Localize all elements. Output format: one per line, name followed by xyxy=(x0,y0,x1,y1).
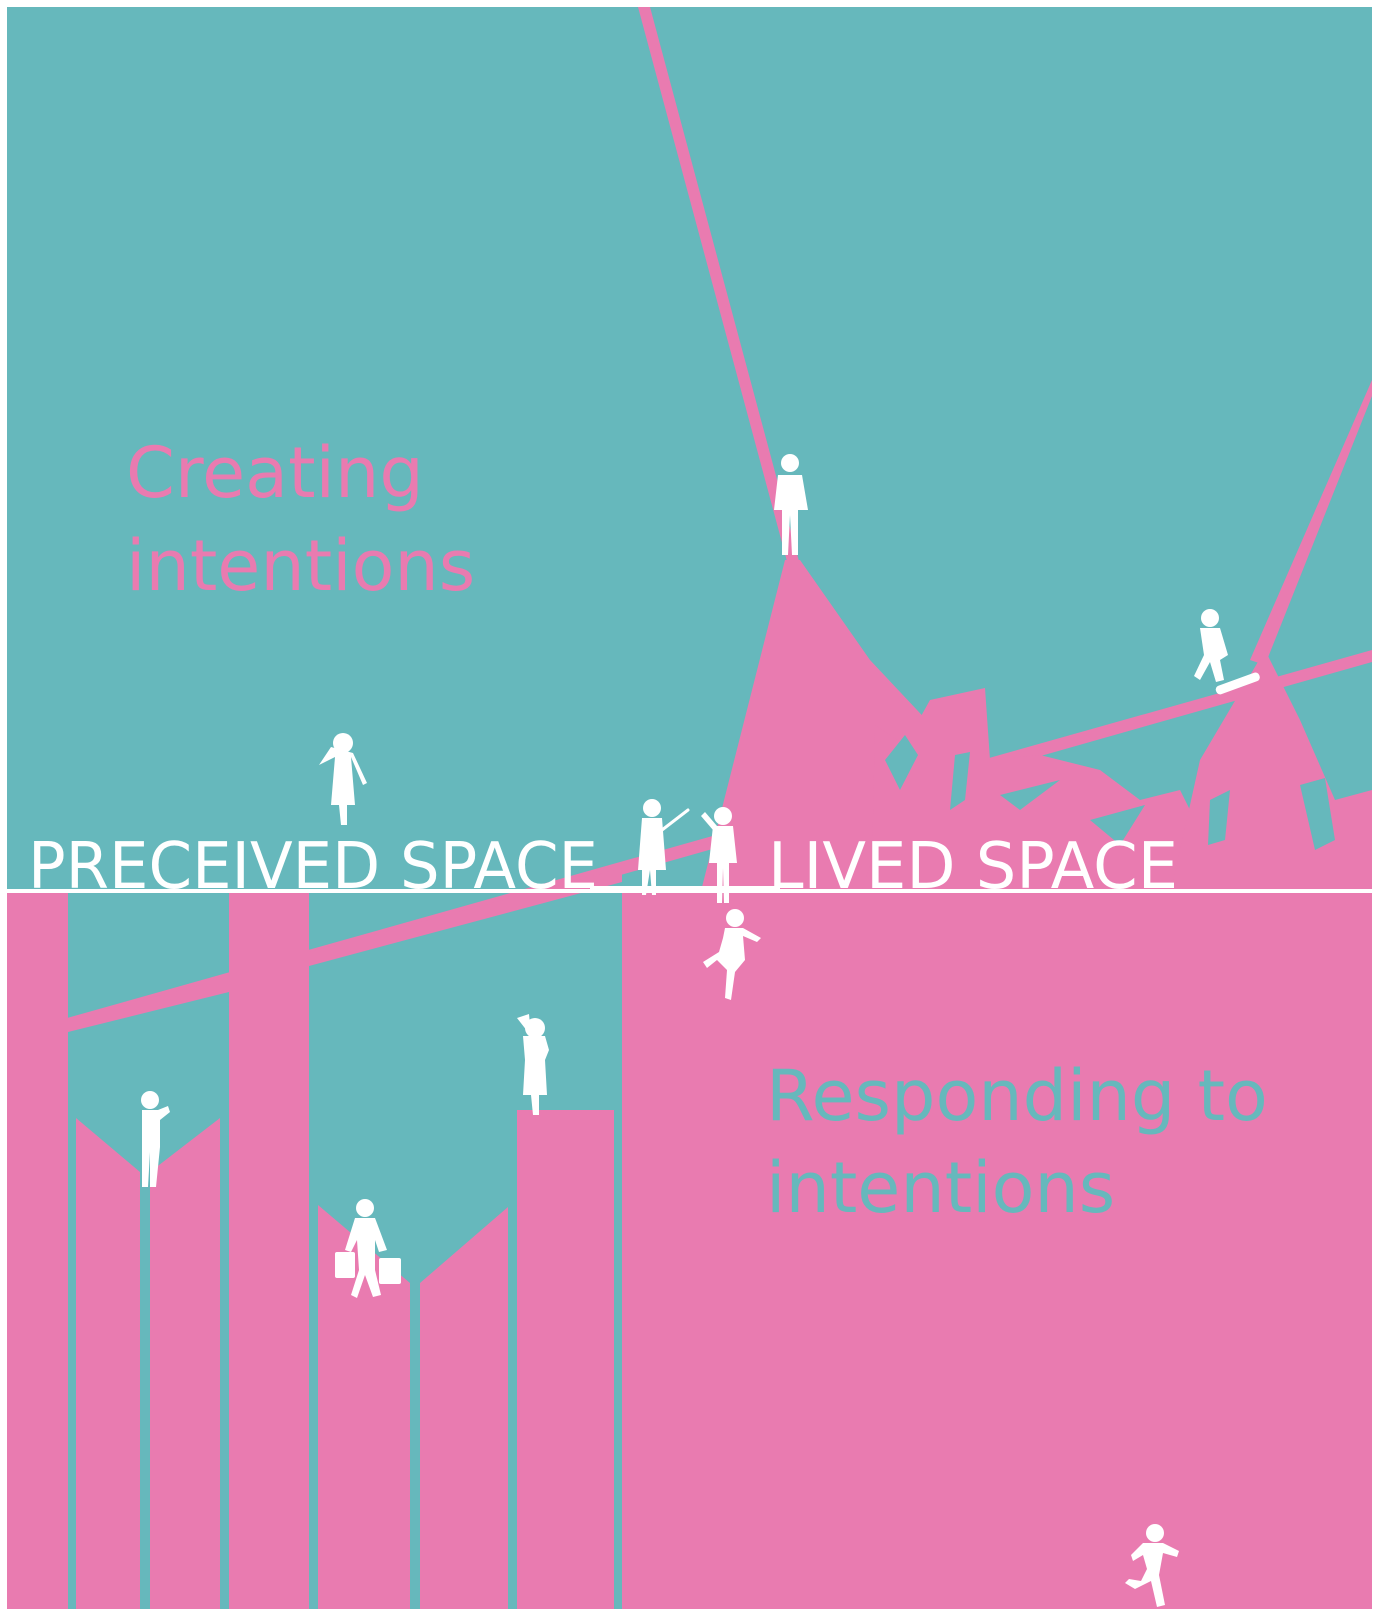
responding-intentions-label-line2: intentions xyxy=(766,1147,1115,1229)
pink-bar-1 xyxy=(7,893,68,1609)
creating-intentions-label-line1: Creating xyxy=(126,432,424,514)
perceived-underline xyxy=(590,886,780,890)
pink-block-right xyxy=(622,893,1372,1609)
pink-bar-v-left-b xyxy=(150,1118,220,1609)
pink-bar-tall-mid xyxy=(517,1110,614,1609)
pink-bar-3 xyxy=(229,893,309,1609)
pink-bar-v-left-a xyxy=(76,1118,140,1609)
creating-intentions-label-line2: intentions xyxy=(126,525,475,607)
responding-intentions-label-line1: Responding to xyxy=(766,1055,1268,1137)
lived-space-label: LIVED SPACE xyxy=(768,830,1178,904)
perceived-space-label: PRECEIVED SPACE xyxy=(28,830,598,904)
